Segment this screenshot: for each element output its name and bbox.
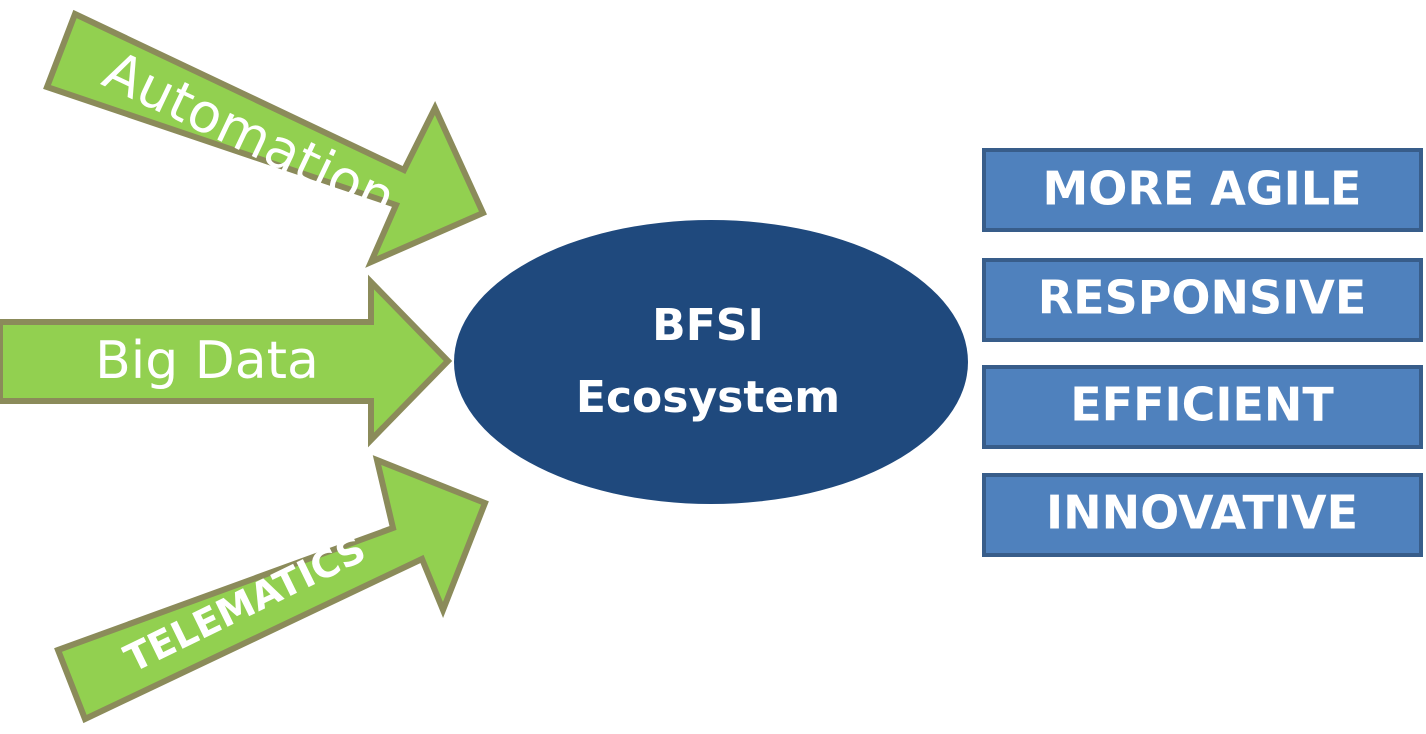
arrow-shape-automation bbox=[43, 9, 487, 268]
outcome-box-more-agile bbox=[982, 148, 1423, 232]
arrow-label-big-data: Big Data bbox=[95, 331, 319, 391]
outcome-label-responsive: RESPONSIVE bbox=[1038, 271, 1367, 325]
input-arrow-automation: Automation bbox=[43, 9, 487, 268]
hub-title-line2: Ecosystem bbox=[576, 372, 840, 423]
hub-title-line1: BFSI bbox=[652, 300, 764, 351]
input-arrow-telematics: TELEMATICS bbox=[54, 455, 489, 724]
outcome-responsive: RESPONSIVE bbox=[982, 258, 1423, 342]
input-arrow-big-data: Big Data bbox=[0, 274, 453, 448]
outcome-box-efficient bbox=[982, 365, 1423, 449]
arrow-shape-big-data bbox=[0, 274, 453, 448]
outcome-more-agile: MORE AGILE bbox=[982, 148, 1423, 232]
outcome-box-responsive bbox=[982, 258, 1423, 342]
arrow-shape-telematics bbox=[54, 455, 489, 724]
outcome-innovative: INNOVATIVE bbox=[982, 473, 1423, 557]
outcome-label-innovative: INNOVATIVE bbox=[1046, 486, 1358, 540]
outcome-efficient: EFFICIENT bbox=[982, 365, 1423, 449]
outcome-box-innovative bbox=[982, 473, 1423, 557]
outcome-label-more-agile: MORE AGILE bbox=[1043, 162, 1362, 216]
hub-ellipse bbox=[454, 220, 968, 504]
outcome-label-efficient: EFFICIENT bbox=[1070, 378, 1334, 432]
arrow-label-automation: Automation bbox=[94, 39, 405, 231]
hub-bfsi-ecosystem: BFSI Ecosystem bbox=[454, 220, 968, 504]
